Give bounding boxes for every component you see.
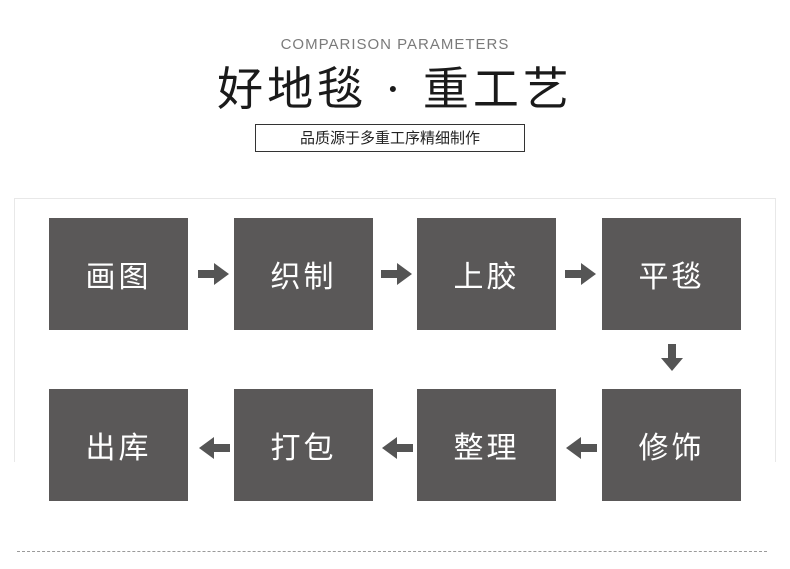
arrow-right-icon — [198, 262, 230, 286]
dashed-divider — [17, 551, 767, 552]
step-flatten: 平毯 — [602, 218, 741, 330]
main-title: 好地毯 · 重工艺 — [217, 62, 573, 116]
step-tidy: 整理 — [417, 389, 556, 501]
step-trim: 修饰 — [602, 389, 741, 501]
arrow-left-icon — [198, 436, 230, 460]
step-draw: 画图 — [49, 218, 188, 330]
arrow-right-icon — [381, 262, 413, 286]
arrow-right-icon — [565, 262, 597, 286]
step-weave: 织制 — [234, 218, 373, 330]
arrow-down-icon — [660, 344, 684, 372]
subtitle-en: COMPARISON PARAMETERS — [280, 36, 510, 53]
step-pack: 打包 — [234, 389, 373, 501]
arrow-left-icon — [565, 436, 597, 460]
step-glue: 上胶 — [417, 218, 556, 330]
step-dispatch: 出库 — [49, 389, 188, 501]
arrow-left-icon — [381, 436, 413, 460]
tagline-box: 品质源于多重工序精细制作 — [255, 124, 525, 152]
